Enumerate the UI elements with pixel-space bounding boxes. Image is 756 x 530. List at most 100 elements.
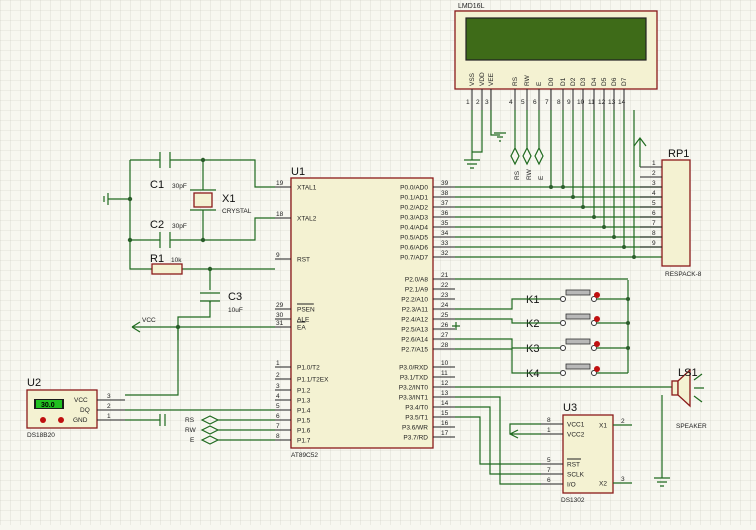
lcd-pin-name-13: D7 <box>621 77 628 86</box>
mcu-left-pin-name-7: P1.1/T2EX <box>297 377 329 384</box>
lcd-pin-num-11: 12 <box>598 99 606 106</box>
mcu-right-pin-name-18: P3.2/INT0 <box>399 385 429 392</box>
net-label-rs: RS <box>185 417 195 424</box>
mcu-left-pin-num-1: 18 <box>276 211 284 218</box>
x1-ref: X1 <box>222 193 235 205</box>
lcd-pin-name-10: D4 <box>591 77 598 86</box>
x1-value: CRYSTAL <box>222 208 252 215</box>
key-cap-1[interactable] <box>565 313 591 320</box>
mcu-u1[interactable]: U1 AT89C52 XTAL119XTAL218RST9PSEN29ALE30… <box>275 166 455 459</box>
c3-value: 10uF <box>228 307 243 314</box>
lcd-ref: LMD16L <box>458 3 485 10</box>
mcu-right-pin-name-1: P0.1/AD1 <box>400 195 428 202</box>
mcu-right-pin-name-14: P2.6/A14 <box>401 337 428 344</box>
mcu-right-pin-name-20: P3.4/T0 <box>405 405 428 412</box>
mcu-right-pin-num-23: 17 <box>441 430 449 437</box>
u3-left-pin-num-2: 5 <box>547 457 551 464</box>
mcu-right-pin-num-2: 37 <box>441 200 449 207</box>
mcu-right-pin-name-12: P2.4/A12 <box>401 317 428 324</box>
mcu-left-pin-name-2: RST <box>297 257 310 264</box>
lcd-pin-num-7: 8 <box>557 99 561 106</box>
mcu-right-pin-name-9: P2.1/A9 <box>405 287 429 294</box>
vcc-net[interactable]: VCC <box>125 317 275 396</box>
vcc-label: VCC <box>142 317 156 324</box>
mcu-right-pin-num-10: 23 <box>441 292 449 299</box>
mcu-left-pin-name-4: ALE <box>297 317 310 324</box>
net-label-rw: RW <box>185 427 197 434</box>
mcu-right-pin-num-11: 24 <box>441 302 449 309</box>
net-label-e: E <box>190 437 195 444</box>
u3-left-pin-name-1: VCC2 <box>567 432 585 439</box>
lcd-pin-num-6: 7 <box>545 99 549 106</box>
rp1-pin-num-1: 2 <box>652 170 656 177</box>
mcu-right-pin-num-13: 26 <box>441 322 449 329</box>
mcu-left-pin-name-5: EA <box>297 325 306 332</box>
rp1-pin-num-4: 5 <box>652 200 656 207</box>
key-cap-0[interactable] <box>565 289 591 296</box>
lcd-pin-num-2: 3 <box>485 99 489 106</box>
net-label-e-top: E <box>538 175 545 180</box>
mcu-left-pin-name-9: P1.3 <box>297 398 311 405</box>
key-cap-2[interactable] <box>565 338 591 345</box>
net-label-rs-top: RS <box>514 170 521 180</box>
mcu-right-pin-name-10: P2.2/A10 <box>401 297 428 304</box>
ds18b20-u2[interactable]: 30.0 U2 DS18B20 VCC DQ GND 3 2 1 <box>26 377 275 439</box>
u2-display-value: 30.0 <box>41 402 55 409</box>
mcu-right-pin-num-1: 38 <box>441 190 449 197</box>
lcd-pin-name-11: D5 <box>601 77 608 86</box>
rp1-pin-num-0: 1 <box>652 160 656 167</box>
mcu-left-pin-num-7: 2 <box>276 372 280 379</box>
u3-ref: U3 <box>563 402 577 414</box>
mcu-left-pin-name-11: P1.5 <box>297 418 311 425</box>
mcu-left-pin-num-8: 3 <box>276 383 280 390</box>
mcu-right-pin-name-5: P0.5/AD5 <box>400 235 428 242</box>
mcu-ref: U1 <box>291 166 305 178</box>
lcd-pin-name-0: VSS <box>469 72 476 86</box>
mcu-left-pin-name-6: P1.0/T2 <box>297 365 320 372</box>
mcu-right-pin-num-4: 35 <box>441 220 449 227</box>
lcd-net-ports: RS RW E <box>510 110 545 180</box>
lcd-pin-num-3: 4 <box>509 99 513 106</box>
u2-pin-dq-num: 2 <box>107 403 111 410</box>
u2-pin-gnd-name: GND <box>73 417 88 424</box>
c2-value: 30pF <box>172 223 187 230</box>
lcd-pin-name-7: D1 <box>560 77 567 86</box>
mcu-right-pin-name-22: P3.6/WR <box>402 425 428 432</box>
u2-pin-gnd-num: 1 <box>107 413 111 420</box>
key-cap-3[interactable] <box>565 363 591 370</box>
mcu-right-pin-name-7: P0.7/AD7 <box>400 255 428 262</box>
mcu-left-pin-name-1: XTAL2 <box>297 216 317 223</box>
mcu-left-pin-name-12: P1.6 <box>297 428 311 435</box>
c1-value: 30pF <box>172 183 187 190</box>
lcd-pin-name-1: VDD <box>479 72 486 86</box>
lcd-module[interactable]: LMD16L VSS1VDD2VEE3RS4RW5E6D07D18D29D310… <box>454 3 658 110</box>
u3-right-pin-name-1: X2 <box>599 481 607 488</box>
mcu-left-pin-num-13: 8 <box>276 433 280 440</box>
mcu-right-pin-name-17: P3.1/TXD <box>400 375 428 382</box>
mcu-right-pin-num-0: 39 <box>441 180 449 187</box>
mcu-right-pin-num-8: 21 <box>441 272 449 279</box>
mcu-right-pin-num-14: 27 <box>441 332 449 339</box>
mcu-right-pin-num-20: 14 <box>441 400 449 407</box>
reset-circuit[interactable]: R1 10k C3 10uF <box>129 240 275 340</box>
lcd-pin-num-0: 1 <box>466 99 470 106</box>
u3-right-pin-name-0: X1 <box>599 423 607 430</box>
mcu-right-pin-name-4: P0.4/AD4 <box>400 225 428 232</box>
u2-pin-vcc-name: VCC <box>74 397 88 404</box>
u2-part: DS18B20 <box>27 432 55 439</box>
rp1-pin-num-3: 4 <box>652 190 656 197</box>
u3-left-pin-num-1: 1 <box>547 427 551 434</box>
ls1-part: SPEAKER <box>676 423 707 430</box>
speaker-ls1[interactable]: LS1 SPEAKER <box>455 367 707 487</box>
mcu-right-pin-name-16: P3.0/RXD <box>399 365 428 372</box>
mcu-left-pin-num-0: 19 <box>276 180 284 187</box>
mcu-right-pin-num-18: 12 <box>441 380 449 387</box>
rp1-pin-num-8: 9 <box>652 240 656 247</box>
lcd-pin-num-10: 11 <box>588 99 595 106</box>
mcu-left-pin-num-6: 1 <box>276 360 280 367</box>
